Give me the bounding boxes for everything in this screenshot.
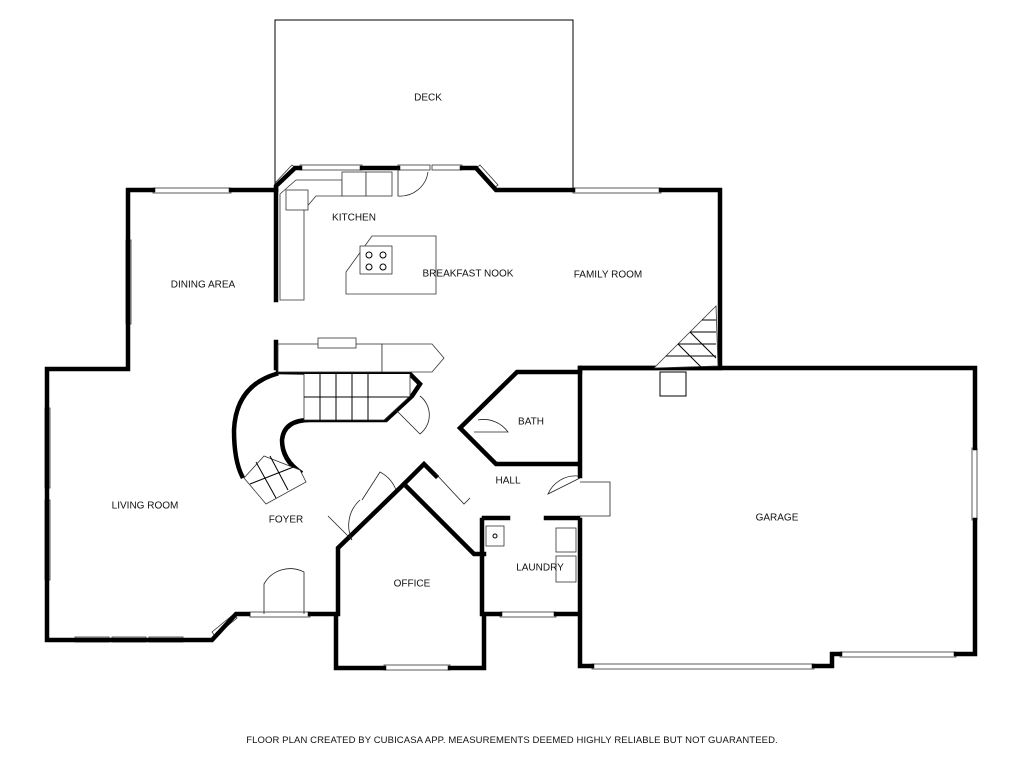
- doors: [263, 168, 611, 614]
- label-office: OFFICE: [394, 579, 431, 590]
- kitchen-fixtures: [277, 171, 687, 397]
- laundry-sink-icon: [485, 525, 505, 547]
- deck: [274, 19, 574, 190]
- stairs: [243, 305, 719, 505]
- label-bath: BATH: [518, 417, 544, 428]
- label-garage: GARAGE: [756, 513, 799, 524]
- cooktop-icon: [359, 245, 393, 275]
- footer-disclaimer: FLOOR PLAN CREATED BY CUBICASA APP. MEAS…: [246, 735, 778, 746]
- label-breakfast-nook: BREAKFAST NOOK: [423, 269, 514, 280]
- kitchen-sink-icon: [285, 189, 309, 211]
- room-labels: DECK KITCHEN BREAKFAST NOOK FAMILY ROOM …: [112, 93, 799, 590]
- label-living-room: LIVING ROOM: [112, 501, 179, 512]
- label-foyer: FOYER: [269, 515, 303, 526]
- label-hall: HALL: [495, 476, 520, 487]
- label-kitchen: KITCHEN: [332, 213, 376, 224]
- label-deck: DECK: [414, 93, 442, 104]
- label-dining-area: DINING AREA: [171, 280, 236, 291]
- label-family-room: FAMILY ROOM: [574, 270, 643, 281]
- dryer: [555, 555, 577, 583]
- walls: [44, 165, 978, 671]
- washer: [555, 527, 577, 553]
- label-laundry: LAUNDRY: [516, 563, 564, 574]
- windows: [44, 164, 978, 671]
